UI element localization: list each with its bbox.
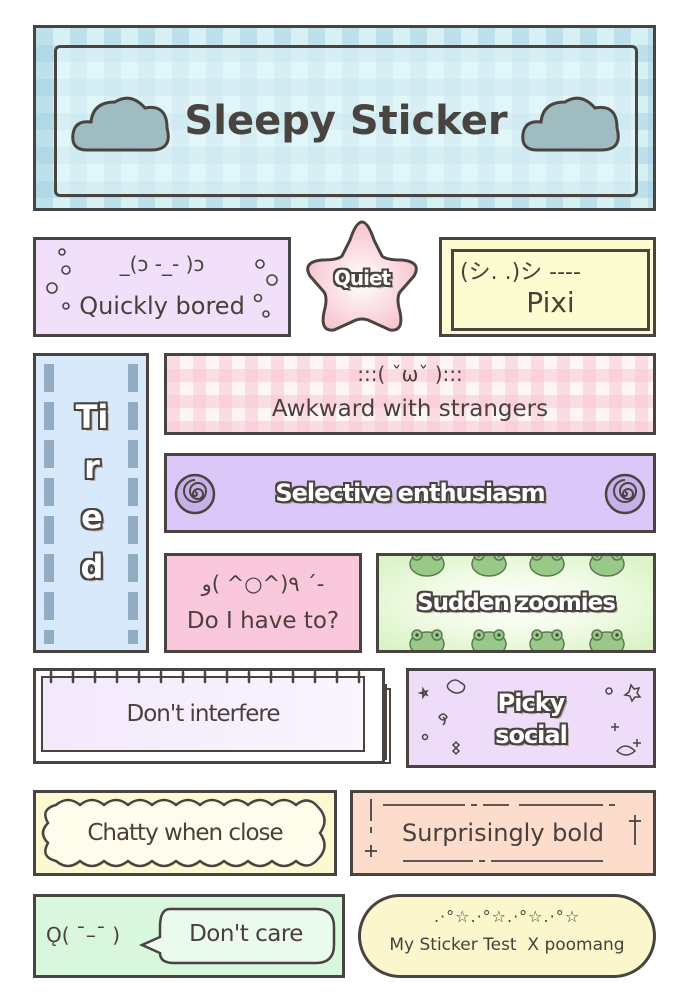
title-sticker: Sleepy Sticker	[33, 25, 656, 211]
sticker-label: My Sticker Test X poomang	[389, 935, 625, 955]
sticker-label: Chatty when close	[87, 820, 283, 846]
sticker-label: Do I have to?	[186, 608, 340, 634]
sticker-label: Awkward with strangers	[271, 396, 549, 422]
stars-decoration: .·°☆.·°☆.·°☆.·°☆	[433, 907, 581, 926]
kaomoji-text: ٩(^○^ )و ´-	[201, 572, 325, 596]
sticker-label: Selective enthusiasm	[275, 479, 545, 507]
sticker-do-i-have-to: ٩(^○^ )و ´- Do I have to?	[164, 553, 362, 653]
cloud-icon	[521, 96, 620, 152]
title-frame: Sleepy Sticker	[54, 45, 638, 197]
sticker-label: Don't care	[189, 921, 303, 947]
sticker-label-line1: Picky	[497, 689, 566, 717]
spiral-icon	[604, 473, 646, 515]
spiral-icon	[174, 473, 216, 515]
kaomoji-text: :::( ˇωˇ ):::	[357, 362, 463, 386]
scalloped-frame	[41, 798, 326, 868]
sticker-label: Don't interfere	[126, 701, 281, 727]
sticker-label-vertical: Tired	[75, 398, 109, 586]
spiral-binding	[49, 670, 361, 684]
sticker-dont-interfere: Don't interfere	[33, 668, 391, 768]
sticker-zoomies: Sudden zoomies	[376, 553, 656, 653]
dash-stripe	[128, 364, 138, 644]
sticker-label: Sudden zoomies	[417, 590, 616, 616]
pixi-frame: (シ. .)シ ---- Pixi	[451, 249, 650, 331]
bubble-dots-decoration	[46, 248, 278, 318]
sticker-picky-social: Picky social	[406, 668, 656, 768]
sticker-tired: Tired	[33, 353, 149, 653]
star-shape	[306, 220, 418, 332]
notebook-page: Don't interfere	[41, 676, 365, 752]
kaomoji-text: (シ. .)シ ----	[460, 260, 581, 285]
dash-lines-decoration	[365, 799, 641, 862]
sticker-dont-care: Ǫ( ¯–¯ ) Don't care	[33, 894, 345, 978]
sticker-quiet: Quiet	[296, 216, 428, 338]
title-text: Sleepy Sticker	[184, 98, 508, 144]
sticker-selective: Selective enthusiasm	[164, 453, 656, 533]
sticker-chatty: Chatty when close	[33, 790, 337, 876]
speech-bubble	[138, 907, 336, 965]
sticker-my-sticker-test: .·°☆.·°☆.·°☆.·°☆ My Sticker Test X pooma…	[358, 894, 656, 978]
kaomoji-text: _(ɔ -_- )ɔ	[119, 252, 205, 276]
sticker-label: Surprisingly bold	[401, 819, 605, 847]
kaomoji-text: Ǫ( ¯–¯ )	[46, 923, 121, 947]
sticker-quickly-bored: _(ɔ -_- )ɔ Quickly bored	[33, 237, 291, 337]
sticker-pixi: (シ. .)シ ---- Pixi	[439, 237, 656, 337]
sticker-label: Quiet	[333, 266, 391, 290]
dash-stripe	[44, 364, 54, 644]
doodle-decoration	[417, 679, 642, 756]
cloud-icon	[71, 96, 170, 152]
sticker-label-line2: social	[495, 721, 568, 749]
sticker-label: Quickly bored	[79, 292, 245, 320]
sticker-surprisingly-bold: Surprisingly bold	[350, 790, 656, 876]
sticker-awkward: :::( ˇωˇ )::: Awkward with strangers	[164, 353, 656, 435]
sticker-label: Pixi	[526, 286, 575, 319]
